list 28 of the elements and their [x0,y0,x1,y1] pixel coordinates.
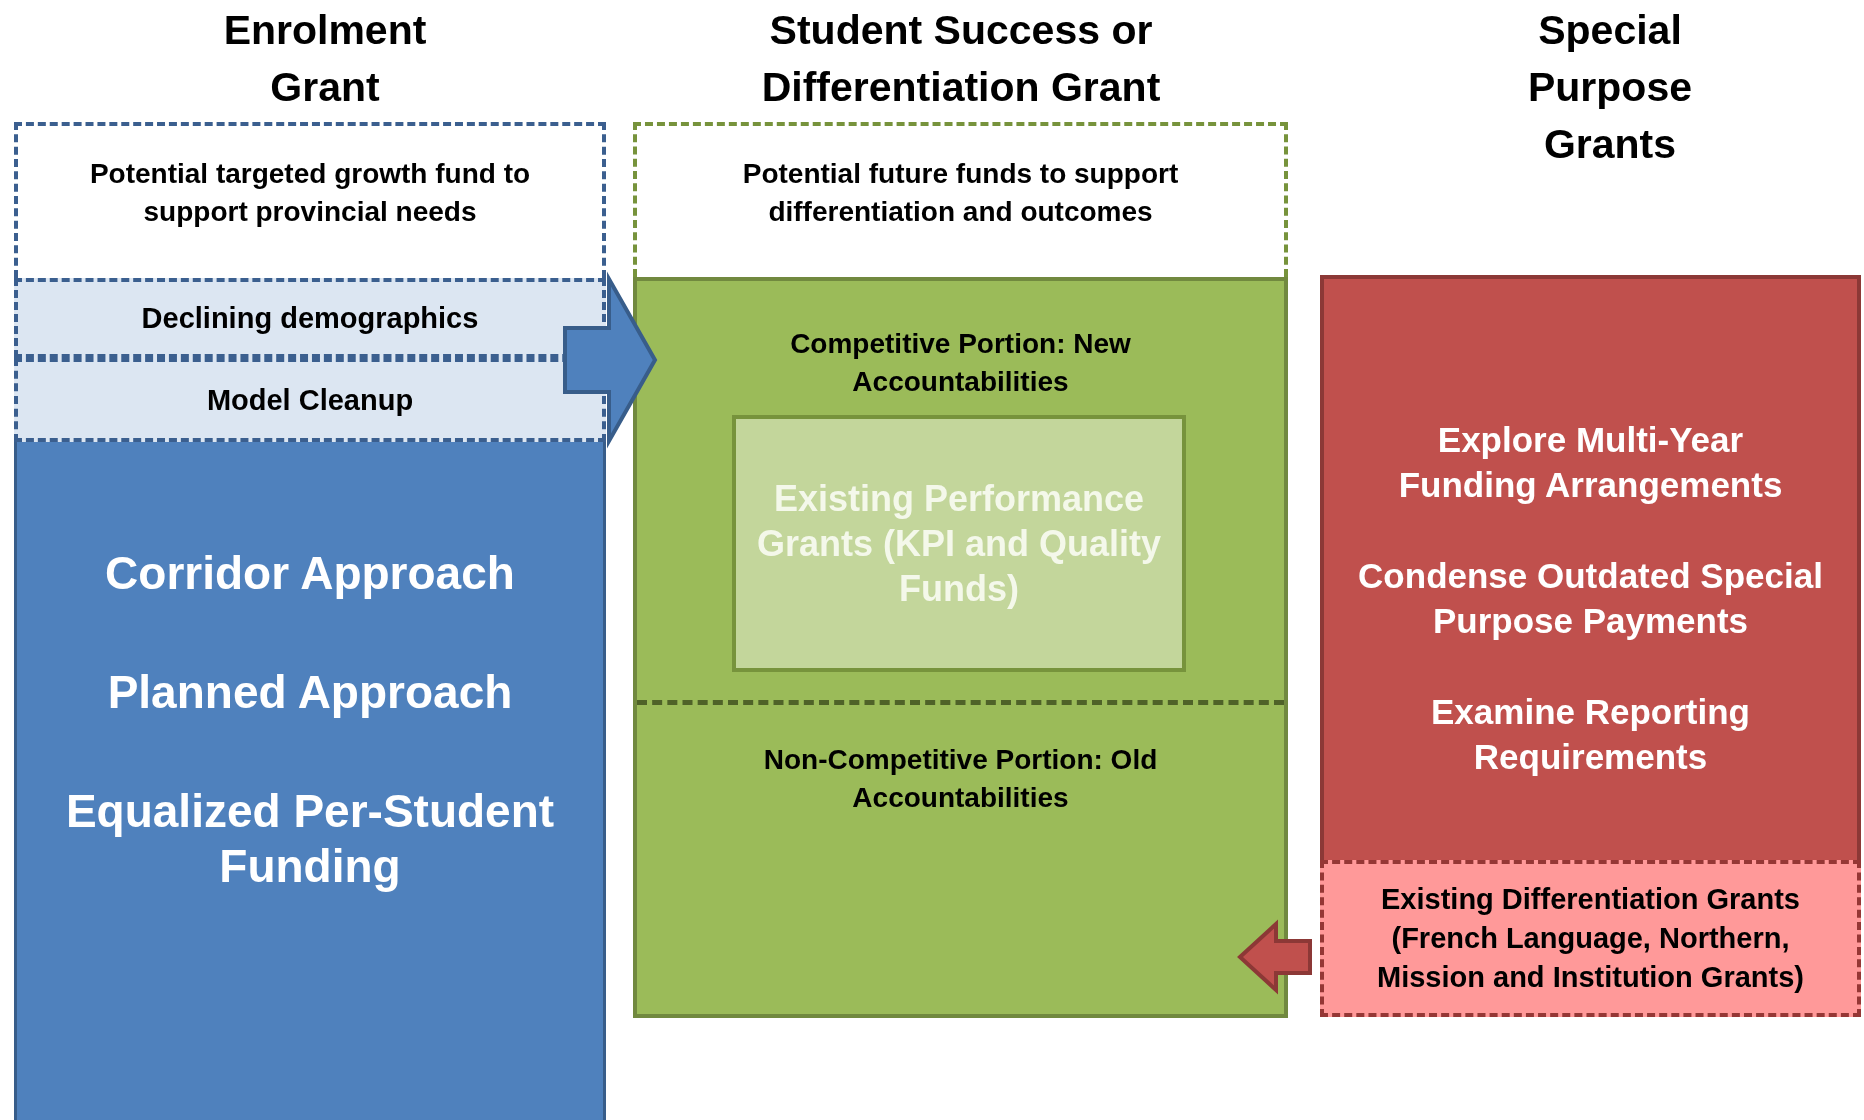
box-text: Explore Multi-Year Funding Arrangements [1397,419,1784,506]
column-heading: Enrolment Grant [222,6,428,112]
grant-column [14,442,606,1120]
box-text: Planned Approach [107,665,513,720]
box-text: Potential targeted growth fund to support provincial needs [88,157,532,229]
grant-column [633,277,1288,1018]
box-text: Condense Outdated Special Purpose Payments [1357,555,1824,642]
block-arrow [1237,919,1312,995]
section-heading: Non-Competitive Portion: Old Accountabilities [762,743,1159,815]
inner-box [732,415,1186,672]
box-text: Existing Performance Grants (KPI and Quality Funds) [756,477,1162,611]
box-text: Potential future funds to support differentiation and outcomes [741,156,1180,229]
column-heading: Special Purpose Grants [1526,6,1693,169]
dashed-box [14,278,606,358]
block-arrow [563,271,658,449]
box-text: Equalized Per-Student Funding [64,784,556,894]
grant-column [1320,275,1861,860]
dashed-box [14,358,606,442]
column-heading: Student Success or Differentiation Grant [760,6,1162,112]
box-text: Declining demographics [141,301,479,335]
dashed-box [633,122,1288,277]
section-heading: Competitive Portion: New Accountabilities [789,327,1132,399]
box-text: Model Cleanup [206,383,414,417]
box-text: Existing Differentiation Grants (French Language, Northern, Mission and Institution Grants) [1376,882,1805,995]
dashed-box [14,122,606,278]
dashed-box [1320,860,1861,1017]
box-text: Examine Reporting Requirements [1430,691,1751,778]
box-text: Corridor Approach [105,546,515,601]
